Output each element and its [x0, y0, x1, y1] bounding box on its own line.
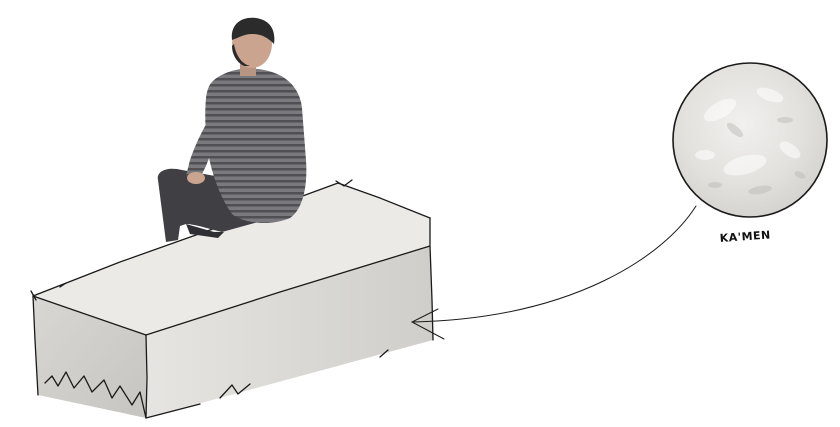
curved-arrow — [412, 206, 696, 339]
stone-texture-swatch — [673, 63, 827, 217]
seated-person-icon — [158, 18, 307, 242]
person-arm — [186, 118, 216, 182]
texture-label: KA'MEN — [719, 228, 771, 245]
person-hand — [187, 172, 205, 184]
arrow-curve — [414, 206, 696, 322]
